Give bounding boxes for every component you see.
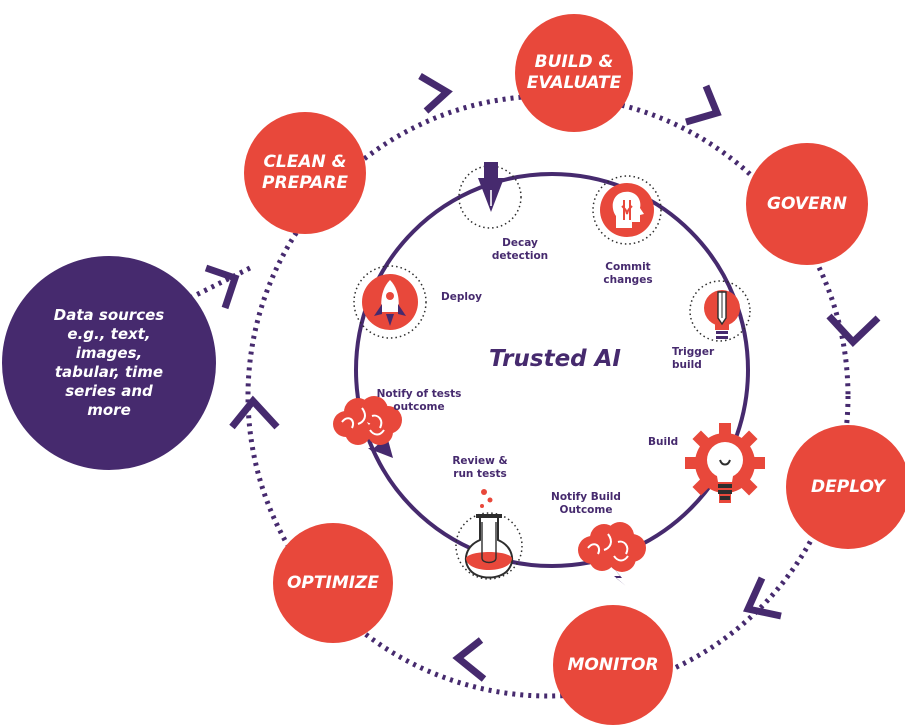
chevron-5: [452, 637, 487, 682]
step-label-decay-detection: Decay detection: [491, 237, 549, 262]
brain-tests-icon: [333, 396, 402, 458]
pen-nib-icon: [478, 162, 504, 212]
stage-optimize: OPTIMIZE: [273, 523, 393, 643]
pencil-bulb-icon: [704, 290, 740, 339]
chevron-6: [229, 395, 280, 430]
brain-build-icon: [578, 522, 646, 586]
stage-deploy: DEPLOY: [786, 425, 905, 549]
chevron-4: [743, 576, 782, 620]
head-icon: [600, 183, 654, 237]
step-label-notify-build-outcome: Notify Build Outcome: [551, 491, 621, 516]
step-label-review-run-tests: Review & run tests: [452, 455, 508, 480]
flask-icon: [464, 489, 514, 579]
step-label-commit-changes: Commit changes: [603, 261, 653, 286]
burst-decay: [458, 165, 522, 229]
stage-clean-prepare: CLEAN & PREPARE: [244, 112, 366, 234]
step-label-notify-tests-outcome: Notify of tests outcome: [376, 388, 462, 413]
rocket-icon: [362, 274, 418, 330]
burst-flask: [455, 512, 523, 580]
burst-commit: [592, 175, 662, 245]
chevron-1: [418, 72, 453, 114]
stage-build-evaluate: BUILD & EVALUATE: [515, 14, 633, 132]
inner-solid-ring: [354, 172, 750, 568]
chevron-2: [685, 84, 722, 126]
source-link: [188, 265, 252, 301]
center-title: Trusted AI: [489, 346, 621, 372]
chevron-3: [826, 313, 881, 347]
chevron-7: [204, 264, 240, 310]
step-label-deploy: Deploy: [441, 291, 483, 303]
outer-dotted-ring: [245, 93, 851, 699]
burst-deploy: [353, 265, 427, 339]
gear-bulb-icon: [685, 423, 765, 503]
step-label-trigger-build: Trigger build: [672, 346, 715, 371]
step-label-build: Build: [648, 436, 679, 448]
stage-monitor: MONITOR: [553, 605, 673, 725]
burst-trigger: [689, 280, 751, 342]
stage-govern: GOVERN: [746, 143, 868, 265]
data-sources-circle: Data sources e.g., text, images, tabular…: [2, 256, 216, 470]
